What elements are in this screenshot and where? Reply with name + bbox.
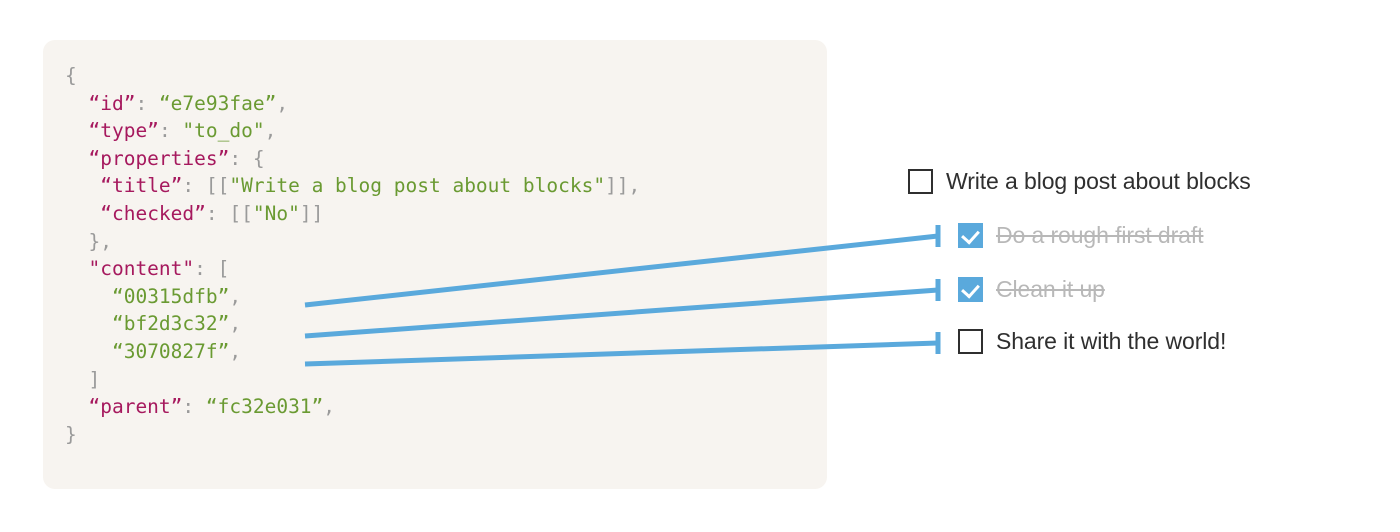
code-token-str: “e7e93fae” <box>158 91 277 115</box>
todo-item-label: Share it with the world! <box>996 327 1227 354</box>
checkbox-unchecked-icon[interactable] <box>958 328 983 354</box>
code-token-colon: : <box>182 395 206 419</box>
code-token-punct: }, <box>88 229 112 253</box>
todo-item-3[interactable]: Share it with the world! <box>958 326 1226 356</box>
code-token-punct: , <box>229 284 242 308</box>
code-token-key: “parent” <box>88 395 183 419</box>
code-token-plain <box>65 368 88 391</box>
checkbox-checked-icon[interactable] <box>958 276 983 302</box>
code-token-str: “3070827f” <box>111 339 230 363</box>
code-token-plain <box>65 202 100 225</box>
code-token-key: “checked” <box>100 201 206 225</box>
code-token-punct: , <box>323 395 336 419</box>
todo-item-2[interactable]: Clean it up <box>958 274 1105 304</box>
code-token-colon: : <box>229 146 253 170</box>
code-token-punct: , <box>264 119 277 143</box>
code-token-plain <box>65 257 88 280</box>
json-code-text: { “id”: “e7e93fae”, “type”: "to_do", “pr… <box>65 62 640 448</box>
code-token-key: “type” <box>88 119 159 143</box>
code-token-punct: , <box>229 312 242 336</box>
code-token-plain <box>65 230 88 253</box>
code-token-punct: { <box>65 64 77 87</box>
code-token-punct: [[ <box>205 174 230 198</box>
code-token-plain <box>65 285 112 308</box>
checkbox-checked-icon[interactable] <box>958 222 983 248</box>
code-token-key: "content" <box>88 257 195 281</box>
todo-item-label: Do a rough first draft <box>996 221 1204 248</box>
code-token-colon: : <box>182 174 206 198</box>
code-token-plain <box>65 312 112 335</box>
code-token-plain <box>65 340 112 363</box>
code-token-punct: { <box>252 146 265 170</box>
code-token-str: “00315dfb” <box>111 284 230 308</box>
code-token-colon: : <box>194 257 218 281</box>
code-token-punct: [[ <box>229 201 253 225</box>
code-token-plain <box>65 119 88 142</box>
todo-item-0[interactable]: Write a blog post about blocks <box>908 166 1251 196</box>
code-token-str: "Write a blog post about blocks" <box>229 174 606 198</box>
code-token-str: “bf2d3c32” <box>111 312 230 336</box>
code-token-str: "No" <box>252 201 300 225</box>
code-token-punct: } <box>65 422 77 446</box>
code-token-punct: , <box>276 91 289 115</box>
code-token-punct: , <box>229 339 242 363</box>
code-token-key: “properties” <box>88 146 230 170</box>
code-token-plain <box>65 395 88 418</box>
todo-item-label: Clean it up <box>996 275 1105 302</box>
code-token-str: "to_do" <box>182 119 265 143</box>
todo-item-label: Write a blog post about blocks <box>946 167 1251 194</box>
code-token-colon: : <box>205 201 230 225</box>
code-token-punct: ] <box>88 367 101 391</box>
code-token-punct: [ <box>217 257 230 281</box>
todo-item-1[interactable]: Do a rough first draft <box>958 220 1204 250</box>
code-token-punct: ]], <box>605 174 641 198</box>
json-code-panel: { “id”: “e7e93fae”, “type”: "to_do", “pr… <box>43 40 827 489</box>
code-token-str: “fc32e031” <box>205 395 324 419</box>
code-token-key: “id” <box>88 91 136 115</box>
code-token-colon: : <box>135 91 159 115</box>
checkbox-unchecked-icon[interactable] <box>908 168 933 194</box>
code-token-punct: ]] <box>299 201 324 225</box>
code-token-colon: : <box>158 119 183 143</box>
code-token-plain <box>65 147 88 170</box>
code-token-key: “title” <box>100 174 183 198</box>
code-token-plain <box>65 92 88 115</box>
code-token-plain <box>65 174 100 197</box>
